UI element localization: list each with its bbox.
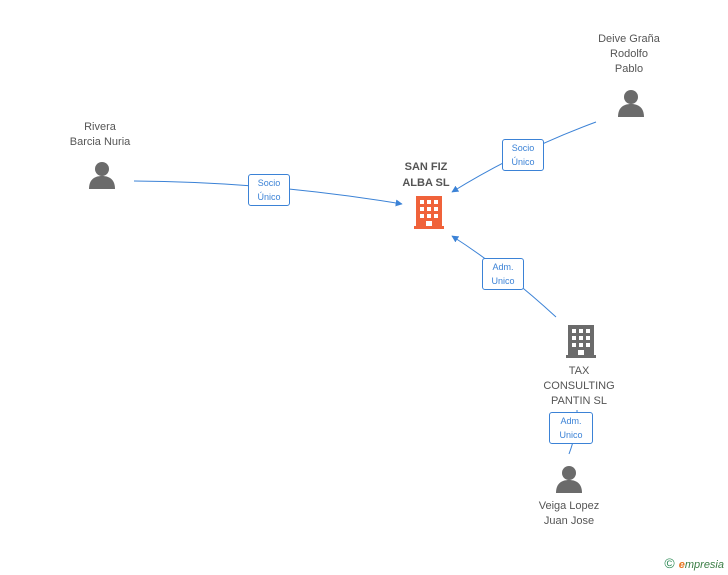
edge-label: Socio Único (502, 139, 544, 171)
company-name-san-fiz[interactable]: SAN FIZ ALBA SL (402, 161, 450, 189)
brand-logo-initial: e (678, 559, 685, 571)
person-icon[interactable] (89, 162, 115, 189)
brand-footer: ©empresia (664, 555, 724, 571)
edge-label: Socio Único (248, 174, 290, 206)
person-icon[interactable] (556, 466, 582, 493)
company-name-tax-consulting[interactable]: TAX CONSULTING PANTIN SL (543, 365, 615, 407)
brand-logo-text: mpresia (684, 559, 724, 571)
edge-label: Adm. Unico (549, 412, 593, 444)
person-icon[interactable] (618, 90, 644, 117)
copyright-icon: © (664, 555, 675, 571)
building-icon[interactable] (566, 325, 596, 358)
building-icon[interactable] (414, 196, 444, 229)
person-name-deive[interactable]: Deive Graña Rodolfo Pablo (598, 33, 660, 75)
person-name-rivera[interactable]: Rivera Barcia Nuria (69, 121, 131, 148)
edge-label: Adm. Unico (482, 258, 524, 290)
person-name-veiga[interactable]: Veiga Lopez Juan Jose (538, 500, 600, 527)
